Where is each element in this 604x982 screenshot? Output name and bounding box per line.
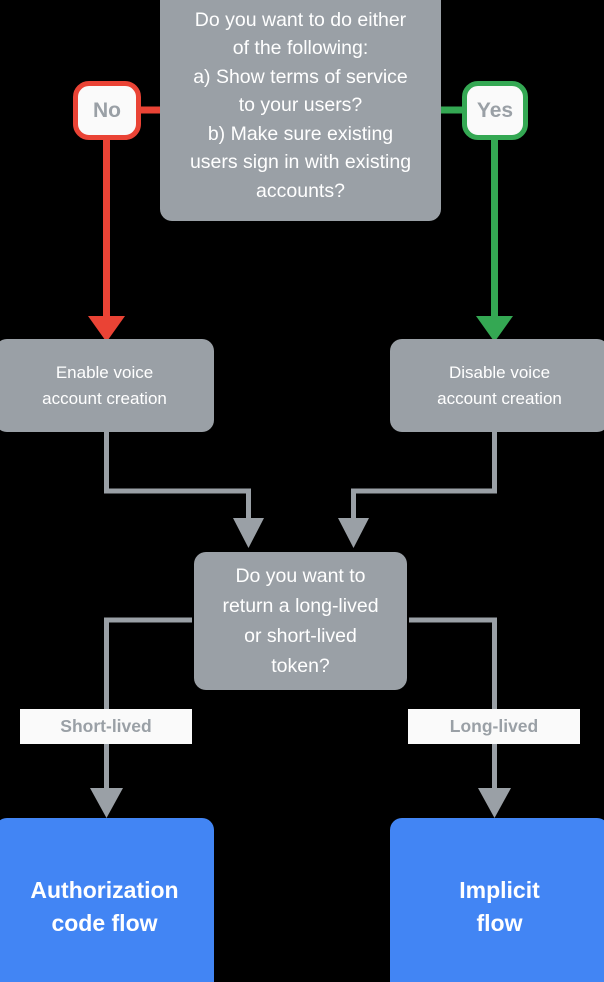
arrowhead-enable-to-token bbox=[233, 518, 264, 548]
enable-voice-line-2: account creation bbox=[42, 388, 167, 408]
decision-node-token-lifetime: Do you want to return a long-lived or sh… bbox=[194, 552, 407, 690]
branch-badge-yes-label: Yes bbox=[476, 98, 514, 122]
decision-token-line-1: Do you want to bbox=[235, 565, 366, 587]
auth-code-flow-line-1: Authorization bbox=[30, 877, 179, 903]
decision-top-line-1: Do you want to do either bbox=[194, 8, 407, 31]
terminal-node-authorization-code-flow: Authorization code flow bbox=[0, 818, 214, 982]
decision-token-line-2: return a long-lived bbox=[222, 595, 379, 617]
branch-badge-no: No bbox=[73, 81, 141, 140]
decision-top-line-3: a) Show terms of service bbox=[193, 65, 408, 88]
connector-token-to-auth-code bbox=[104, 617, 192, 790]
decision-top-line-7: accounts? bbox=[256, 179, 345, 202]
process-node-disable-voice-account-creation: Disable voice account creation bbox=[390, 339, 604, 432]
decision-node-terms-and-existing-accounts: Do you want to do either of the followin… bbox=[160, 0, 441, 221]
branch-badge-yes: Yes bbox=[462, 81, 528, 140]
connector-enable-to-token bbox=[104, 432, 251, 520]
enable-voice-line-1: Enable voice bbox=[55, 362, 154, 382]
decision-top-line-6: users sign in with existing bbox=[189, 151, 412, 173]
decision-token-line-4: token? bbox=[271, 655, 330, 677]
implicit-flow-line-2: flow bbox=[476, 910, 523, 936]
edge-label-short-lived-text: Short-lived bbox=[60, 716, 152, 736]
arrowhead-disable-to-token bbox=[338, 518, 369, 548]
implicit-flow-line-1: Implicit bbox=[459, 877, 540, 903]
decision-top-line-5: b) Make sure existing bbox=[207, 122, 394, 145]
arrowhead-token-to-implicit bbox=[478, 788, 511, 818]
edge-label-long-lived-text: Long-lived bbox=[449, 716, 539, 736]
auth-code-flow-line-2: code flow bbox=[51, 910, 158, 936]
disable-voice-line-2: account creation bbox=[437, 388, 562, 408]
connector-disable-to-token bbox=[351, 432, 497, 520]
edge-label-long-lived: Long-lived bbox=[408, 709, 580, 744]
terminal-node-implicit-flow: Implicit flow bbox=[390, 818, 604, 982]
decision-token-line-3: or short-lived bbox=[244, 625, 357, 647]
edge-label-short-lived: Short-lived bbox=[20, 709, 192, 744]
branch-badge-no-label: No bbox=[93, 98, 121, 122]
disable-voice-line-1: Disable voice bbox=[448, 362, 551, 382]
decision-top-line-2: of the following: bbox=[232, 37, 369, 59]
arrowhead-token-to-auth-code bbox=[90, 788, 123, 818]
process-node-enable-voice-account-creation: Enable voice account creation bbox=[0, 339, 214, 432]
decision-top-line-4: to your users? bbox=[238, 94, 363, 116]
connector-token-to-implicit bbox=[409, 617, 497, 790]
